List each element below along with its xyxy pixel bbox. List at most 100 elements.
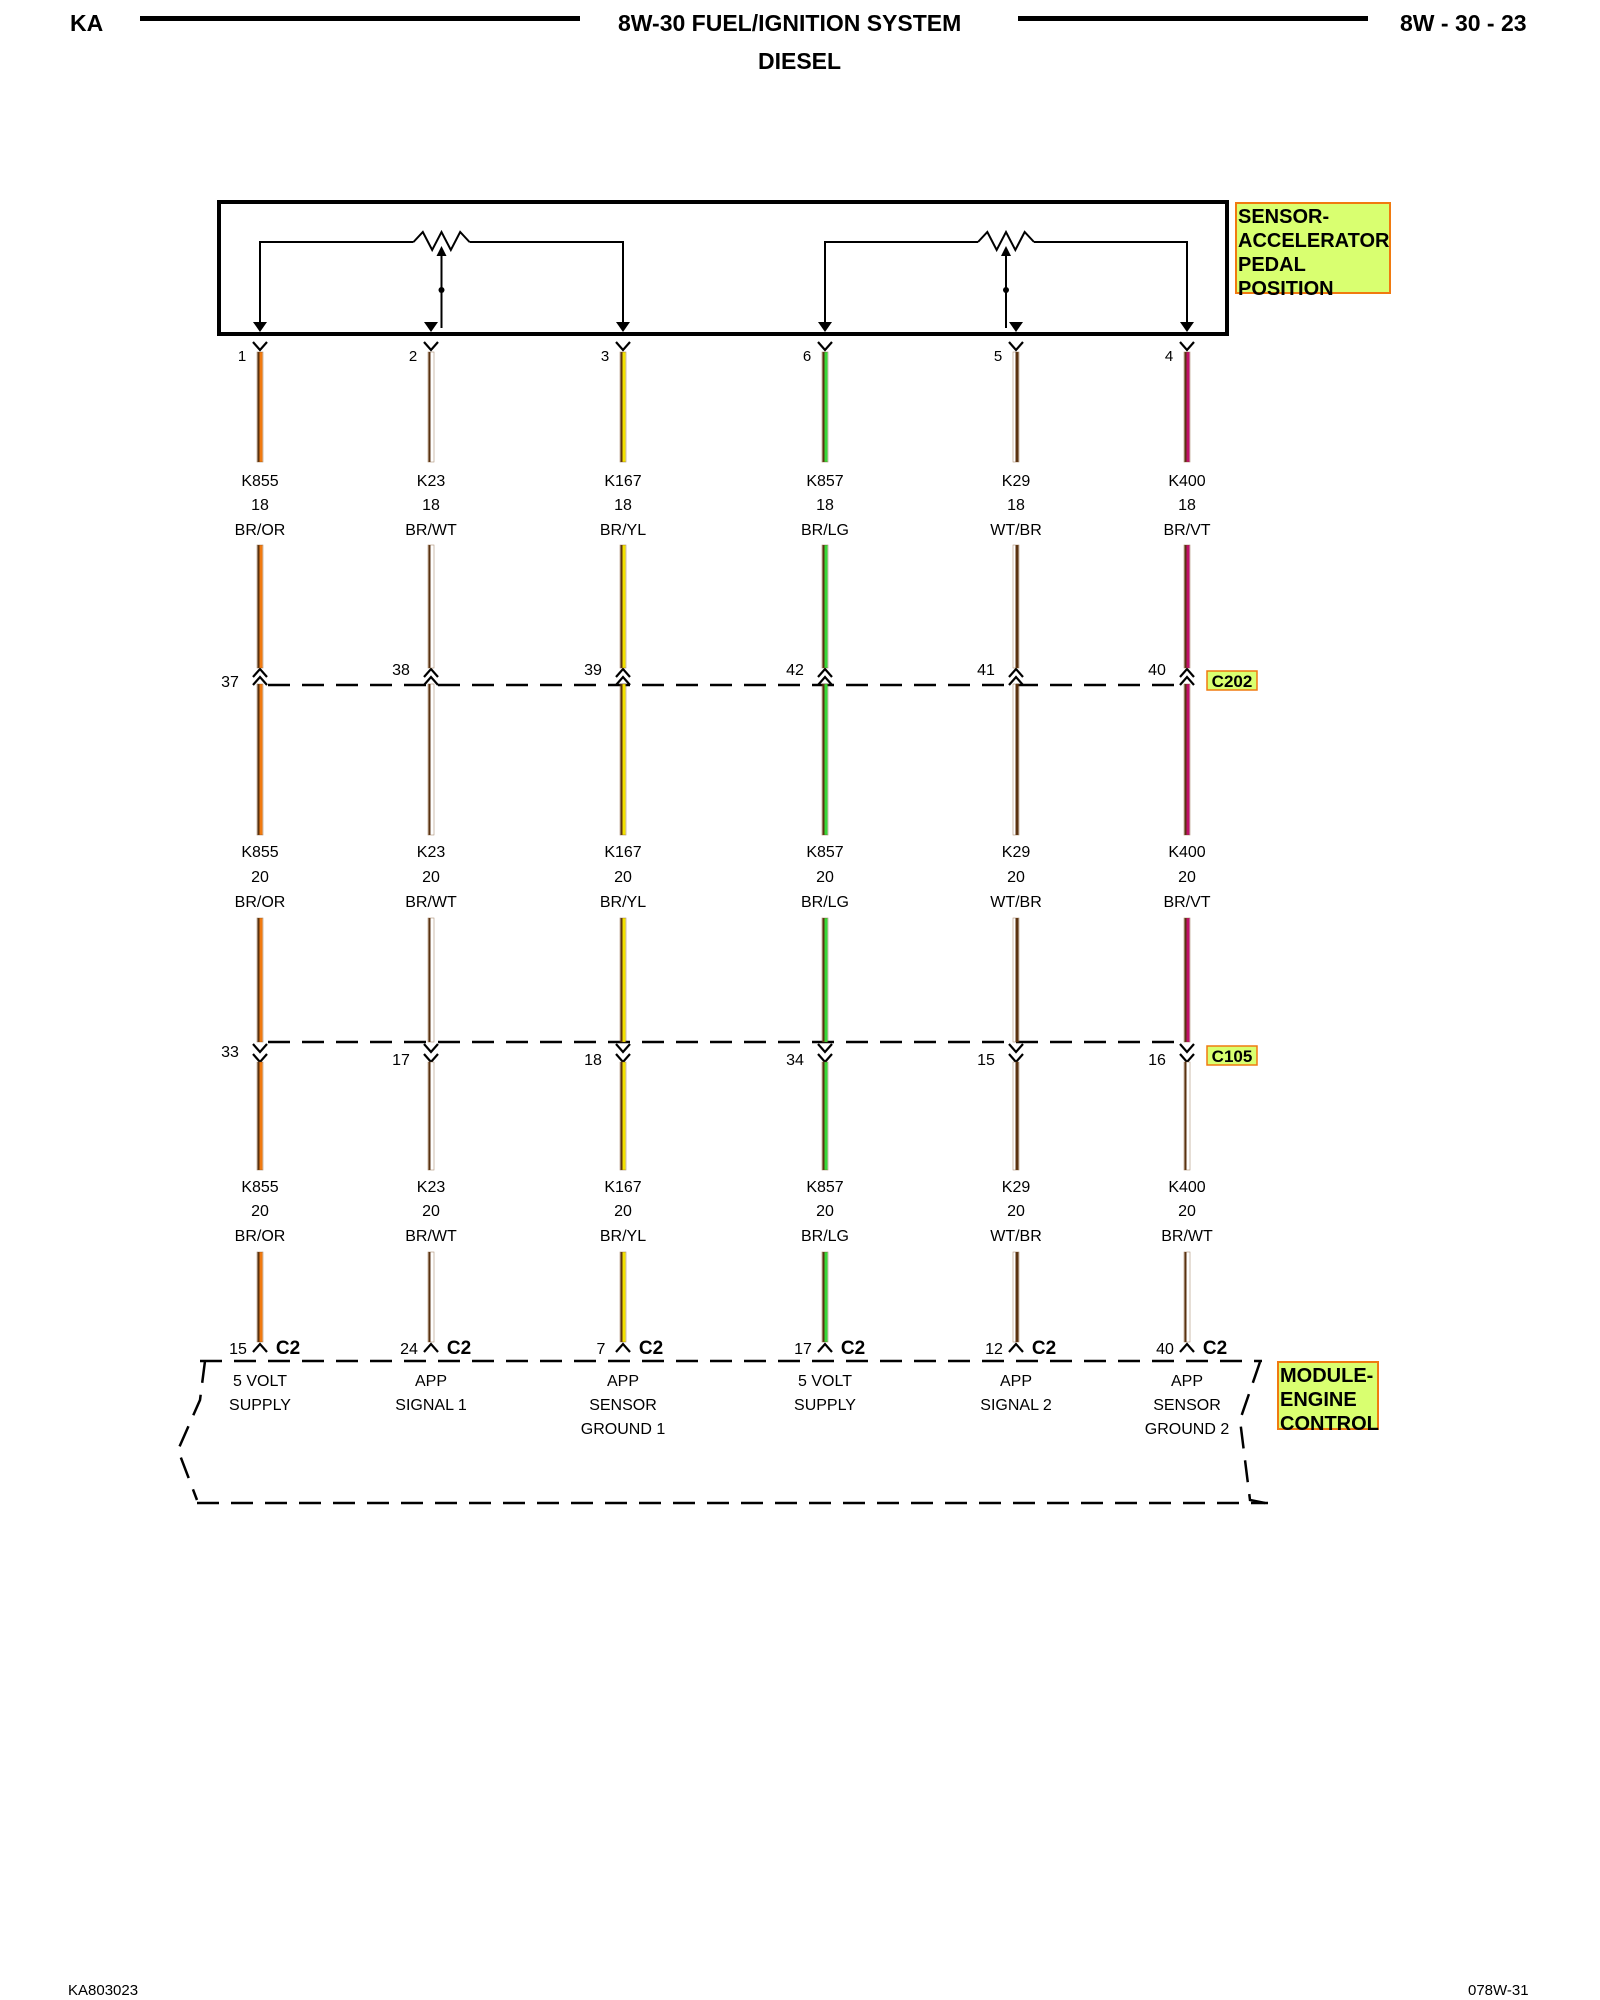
wire-3-seg1-top-tracer [622,352,626,462]
sensor-pin-fork-5 [1008,341,1024,352]
circuit-mid-5: K29 [1002,844,1031,861]
circuit-mid-2: K23 [417,844,446,861]
wire-1-seg1-top-tracer [259,352,263,462]
wire-6-seg2-bottom-edge [1183,917,1191,1043]
wire-5-seg3-top-tracer [1015,1062,1019,1170]
potentiometer-2-wiper-dot [1003,287,1009,293]
pcm-terminal-2 [423,1342,439,1353]
pcm-pin-4: 17 [794,1341,812,1358]
page-subtitle: DIESEL [758,48,842,74]
potentiometer-2-wiper-arrow [1001,246,1011,256]
wire-6-seg1-bottom-tracer [1186,545,1190,668]
c202-pin-6: 40 [1148,662,1166,679]
gauge-upper-1: 18 [251,497,269,514]
c202-terminal-top-5 [1008,667,1024,678]
sensor-label-line-4: POSITION [1238,278,1334,300]
wire-4-seg3-top-tracer [824,1062,828,1170]
potentiometer-1-wiper-dot [438,287,445,293]
color-lower-4: BR/LG [801,1228,849,1245]
gauge-upper-4: 18 [816,497,834,514]
sensor-terminal-arrow-3 [616,322,630,332]
gauge-mid-6: 20 [1178,869,1196,886]
color-lower-3: BR/YL [600,1228,646,1245]
wire-3-seg2-bottom-edge [619,917,627,1043]
wire-6-seg2-top-tracer [1186,684,1190,835]
c202-pin-4: 42 [786,662,804,679]
c105-pin-6: 16 [1148,1052,1166,1069]
color-mid-4: BR/LG [801,894,849,911]
c105-terminal-top-4 [817,1043,833,1054]
wire-2-seg1-bottom-tracer [430,545,434,668]
function-4-line-1: 5 VOLT [798,1373,852,1390]
c202-pin-2: 38 [392,662,410,679]
wire-2-seg3-bottom-edge [427,1251,435,1343]
wire-5-seg1-top-tracer [1015,352,1019,462]
c202-terminal-top-1 [252,667,268,678]
sensor-housing [217,200,1229,336]
gauge-upper-5: 18 [1007,497,1025,514]
function-2-line-2: SIGNAL 1 [395,1397,467,1414]
pcm-terminal-4 [817,1342,833,1353]
pcm-terminal-6 [1179,1342,1195,1353]
wire-6-seg1-top-tracer [1186,352,1190,462]
function-3-line-2: SENSOR [589,1397,657,1414]
color-upper-1: BR/OR [235,522,286,539]
c105-pin-2: 17 [392,1052,410,1069]
sensor-pin-1: 1 [238,348,246,365]
c202-terminal-bottom-4 [817,675,833,686]
wire-3-seg2-bottom-tracer [622,918,626,1042]
c105-label-box [1206,1045,1258,1066]
gauge-lower-3: 20 [614,1203,632,1220]
c202-pin-3: 39 [584,662,602,679]
wire-5-seg3-bottom-edge [1012,1251,1020,1343]
wire-3-seg3-bottom-tracer [622,1252,626,1342]
c202-pin-1: 37 [221,674,239,691]
c202-terminal-top-2 [423,667,439,678]
wire-6-seg2-top-edge [1183,683,1191,836]
wire-6-seg3-top-edge [1183,1061,1191,1171]
page-number: 8W - 30 - 23 [1400,10,1527,36]
sensor-pin-fork-4 [817,341,833,352]
function-6-line-3: GROUND 2 [1145,1421,1230,1438]
c202-terminal-bottom-5 [1008,675,1024,686]
c105-label: C105 [1212,1047,1253,1066]
gauge-lower-1: 20 [251,1203,269,1220]
c202-terminal-top-6 [1179,667,1195,678]
sensor-terminal-arrow-2 [424,322,438,332]
potentiometer-2-lead-right [1034,241,1188,328]
color-mid-6: BR/VT [1163,894,1210,911]
circuit-lower-1: K855 [241,1179,278,1196]
function-2-line-1: APP [415,1373,447,1390]
function-1-line-1: 5 VOLT [233,1373,287,1390]
pcm-pin-5: 12 [985,1341,1003,1358]
c105-terminal-bottom-4 [817,1053,833,1064]
potentiometer-2-resistor [977,229,1035,253]
page-title: 8W-30 FUEL/IGNITION SYSTEM [618,10,962,36]
vehicle-code: KA [70,10,104,36]
wire-6-seg3-bottom-tracer [1186,1252,1190,1342]
wire-6-seg1-top-edge [1183,351,1191,463]
wire-1-seg1-top-edge [256,351,264,463]
potentiometer-1-lead-right [469,241,624,328]
sensor-pin-5: 5 [994,348,1002,365]
wire-2-seg3-top-edge [427,1061,435,1171]
wire-3-seg3-top-tracer [622,1062,626,1170]
c202-label-box [1206,670,1258,691]
sensor-pin-fork-1 [252,341,268,352]
module-label-line-3: CONTROL [1280,1413,1379,1435]
module-label-box [1277,1361,1379,1430]
gauge-mid-2: 20 [422,869,440,886]
wire-5-seg2-top-edge [1012,683,1020,836]
gauge-upper-2: 18 [422,497,440,514]
wire-6-seg3-top-tracer [1186,1062,1190,1170]
wire-5-seg1-bottom-edge [1012,544,1020,669]
c105-terminal-top-2 [423,1043,439,1054]
wire-5-seg3-top-edge [1012,1061,1020,1171]
circuit-upper-1: K855 [241,473,278,490]
function-5-line-2: SIGNAL 2 [980,1397,1052,1414]
sensor-pin-4: 6 [803,348,811,365]
wire-5-seg3-bottom-tracer [1015,1252,1019,1342]
wire-3-seg3-top-edge [619,1061,627,1171]
c105-pin-3: 18 [584,1052,602,1069]
wire-4-seg3-bottom-edge [821,1251,829,1343]
